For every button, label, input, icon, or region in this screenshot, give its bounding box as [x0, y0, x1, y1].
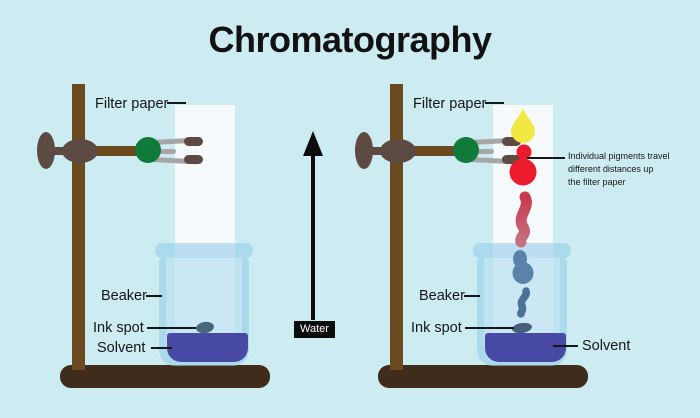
pigment-yellow-spot: [511, 108, 535, 143]
clamp-tip-upper: [184, 137, 203, 146]
clamp-knob-green: [135, 137, 161, 163]
leader-line: [147, 327, 196, 329]
clamp-holder-knob: [62, 139, 98, 163]
clamp-screw: [158, 149, 176, 154]
stand-arm: [78, 146, 150, 156]
label-solvent-left: Solvent: [97, 340, 146, 356]
leader-line: [485, 102, 504, 104]
pigment-red-spot: [509, 158, 537, 186]
stand-pole: [390, 84, 403, 370]
water-rise-arrow-shaft: [311, 152, 315, 320]
page-title: Chromatography: [208, 19, 492, 60]
annotation-line-2: different distances up: [568, 164, 654, 174]
clamp-holder-knob: [380, 139, 416, 163]
leader-line: [527, 157, 565, 159]
pigment-blue-blob: [512, 262, 534, 284]
label-ink-spot-right: Ink spot: [411, 320, 462, 336]
beaker-rim: [155, 243, 253, 258]
stand-base: [60, 365, 270, 388]
wing-nut-icon: [37, 132, 55, 169]
clamp-screw: [476, 149, 494, 154]
water-label: Water: [294, 321, 335, 338]
label-beaker-left: Beaker: [101, 288, 147, 304]
stand-base: [378, 365, 588, 388]
annotation-line-3: the filter paper: [568, 177, 626, 187]
clamp-tip-lower: [502, 155, 521, 164]
leader-line: [465, 327, 514, 329]
leader-line: [146, 295, 162, 297]
label-solvent-right: Solvent: [582, 338, 631, 354]
clamp-tip-lower: [184, 155, 203, 164]
label-filter-paper-right: Filter paper: [413, 96, 487, 112]
separated-pigments: [509, 108, 537, 334]
wing-nut-rod: [370, 147, 385, 155]
pigment-blue-streak: [517, 287, 530, 318]
leader-line: [167, 102, 186, 104]
arrow-up-icon: [303, 131, 323, 156]
pigment-darkred-streak: [515, 191, 532, 248]
pigment-red-spot-top: [516, 144, 532, 160]
wing-nut-rod: [52, 147, 67, 155]
label-filter-paper-left: Filter paper: [95, 96, 169, 112]
annotation-line-1: Individual pigments travel: [568, 151, 670, 161]
clamp-tip-upper: [502, 137, 521, 146]
stand-arm: [396, 146, 468, 156]
solvent-liquid: [485, 333, 566, 362]
label-ink-spot-left: Ink spot: [93, 320, 144, 336]
pigments-annotation: Individual pigments travel different dis…: [568, 150, 698, 189]
leader-line: [151, 347, 172, 349]
label-beaker-right: Beaker: [419, 288, 465, 304]
ink-spot: [512, 322, 532, 334]
clamp-knob-green: [453, 137, 479, 163]
leader-line: [553, 345, 578, 347]
solvent-liquid: [167, 333, 248, 362]
wing-nut-icon: [355, 132, 373, 169]
leader-line: [464, 295, 480, 297]
